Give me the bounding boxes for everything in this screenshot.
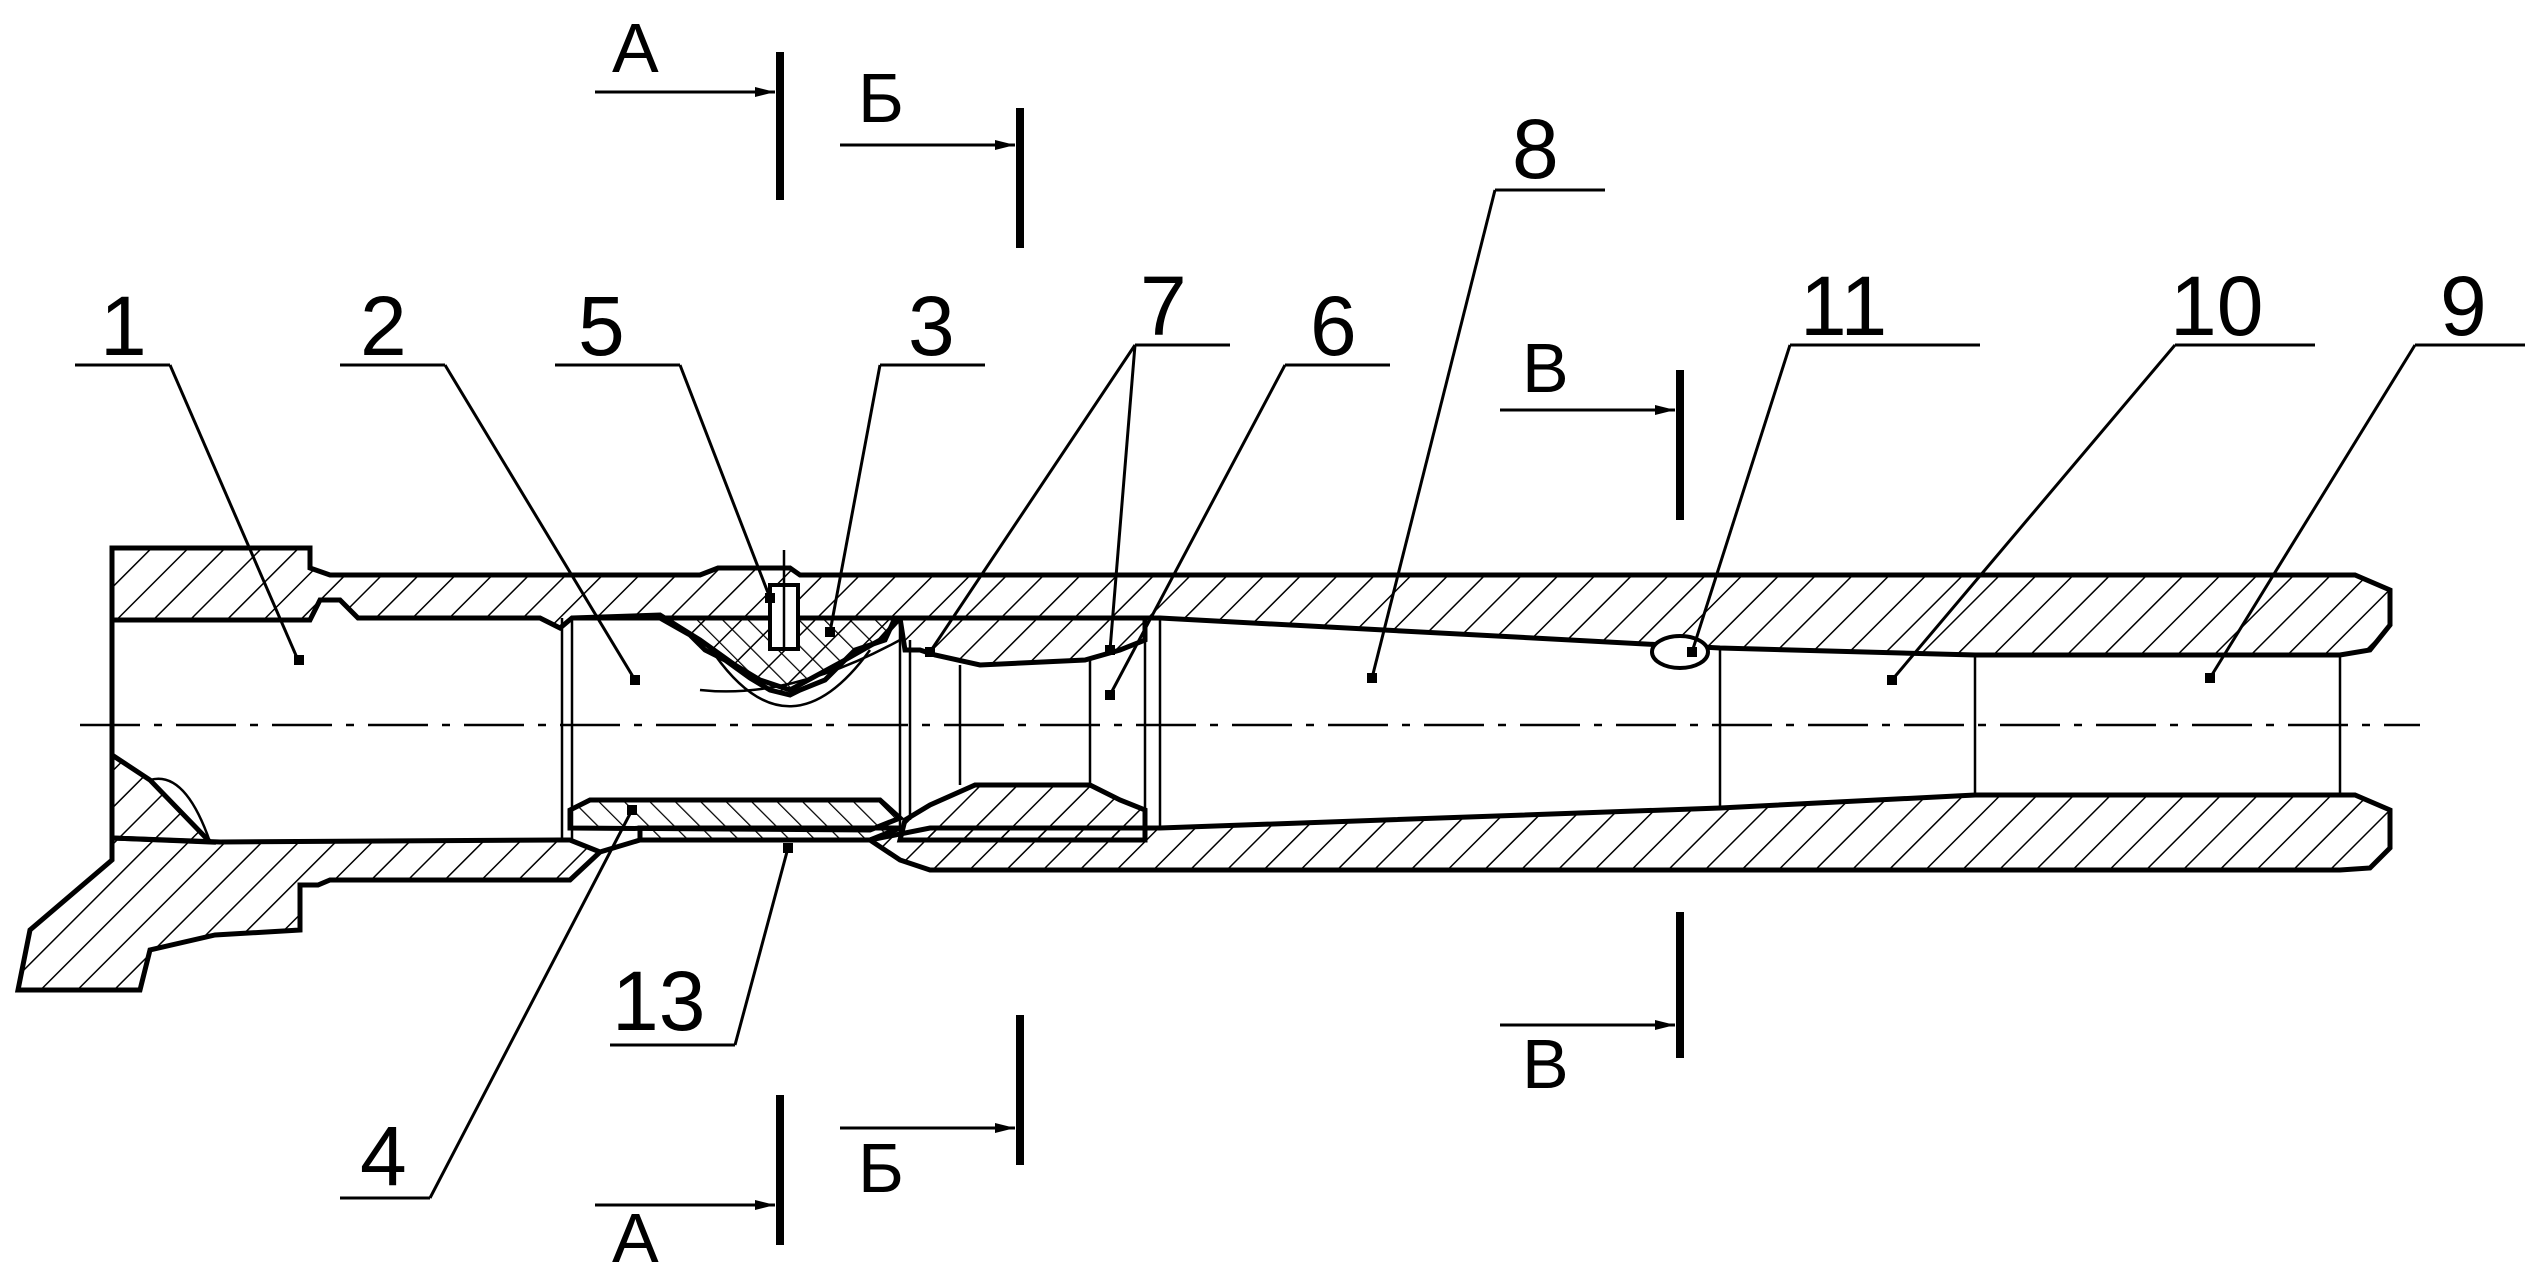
section-b-bottom: Б (840, 1015, 1024, 1207)
lower-wall (14, 792, 2393, 993)
leader-4: 4 (340, 805, 637, 1203)
part-number-5: 5 (578, 279, 625, 373)
leader-1: 1 (75, 279, 304, 665)
leader-9: 9 (2205, 259, 2525, 683)
leader-3: 3 (825, 279, 985, 637)
section-a-bottom: А (595, 1095, 784, 1272)
inlet-curve (149, 777, 212, 843)
part-number-4: 4 (360, 1109, 407, 1203)
part-number-6: 6 (1310, 279, 1357, 373)
leader-7: 7 (925, 259, 1230, 657)
part-number-3: 3 (908, 279, 955, 373)
section-a-top: А (595, 9, 784, 200)
upper-wall (109, 545, 2393, 658)
part-number-8: 8 (1512, 102, 1559, 196)
part-number-10: 10 (2170, 259, 2263, 353)
leader-13: 13 (610, 843, 793, 1048)
part-number-13: 13 (612, 954, 705, 1048)
leader-6: 6 (1105, 279, 1390, 700)
leader-8: 8 (1367, 102, 1605, 683)
section-b-top: Б (840, 59, 1024, 248)
nozzle-curve (713, 649, 872, 708)
section-v-label-bottom: В (1522, 1025, 1569, 1103)
insert-7-lower (896, 782, 1148, 843)
leader-11: 11 (1687, 259, 1980, 657)
insert-3-body (650, 615, 899, 698)
section-b-label-bottom: Б (858, 1129, 904, 1207)
leader-5: 5 (555, 279, 775, 603)
leader-2: 2 (340, 279, 640, 685)
section-a-label-bottom: А (612, 1199, 659, 1272)
part-number-9: 9 (2440, 259, 2487, 353)
section-v-label-top: В (1522, 329, 1569, 407)
section-b-label-top: Б (858, 59, 904, 137)
hole-11 (1650, 634, 1710, 670)
part-number-1: 1 (100, 279, 147, 373)
part-number-7: 7 (1140, 259, 1187, 353)
section-v-bottom: В (1500, 912, 1684, 1103)
section-a-label-top: А (612, 9, 659, 87)
liner-13 (637, 825, 901, 843)
part-number-2: 2 (360, 279, 407, 373)
leader-10: 10 (1887, 259, 2315, 685)
venturi-curve (699, 638, 901, 693)
section-v-top: В (1500, 329, 1684, 520)
part-number-11: 11 (1800, 259, 1887, 353)
